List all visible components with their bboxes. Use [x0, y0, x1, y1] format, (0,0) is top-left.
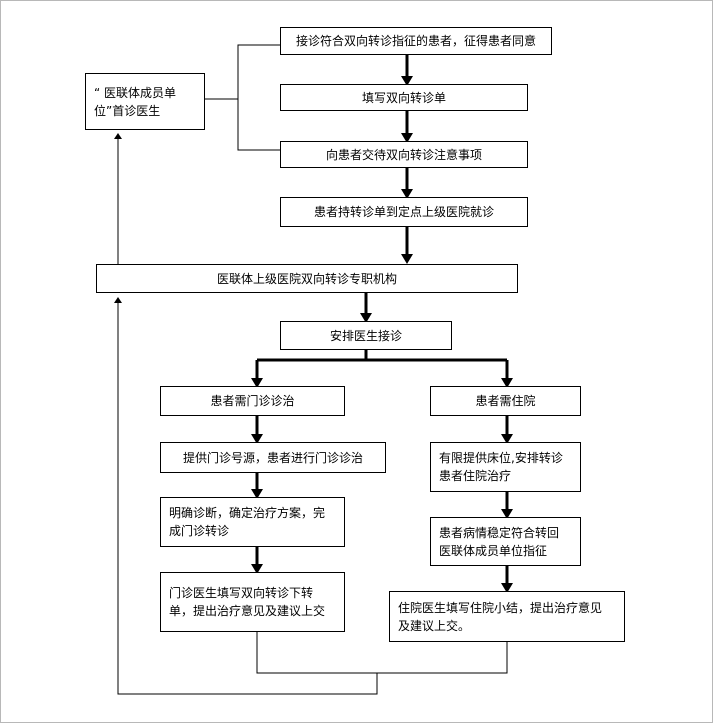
box-inpatient: 患者需住院 — [430, 386, 581, 416]
arrowhead-right-2 — [501, 509, 513, 519]
box-first-doctor: “ 医联体成员单 位”首诊医生 — [85, 73, 205, 130]
box-receive-patient: 接诊符合双向转诊指征的患者，征得患者同意 — [280, 27, 552, 55]
box-provide-number: 提供门诊号源，患者进行门诊诊治 — [160, 442, 386, 473]
arrowhead-left-split — [251, 378, 263, 388]
box-stable: 患者病情稳定符合转回 医联体成员单位指征 — [430, 517, 581, 566]
arrowhead-right-1 — [501, 434, 513, 444]
box-inpatient-doctor: 住院医生填写住院小结，提出治疗意见 及建议上交。 — [389, 591, 625, 642]
arrowhead-left-2 — [251, 489, 263, 499]
arrowhead-right-split — [501, 378, 513, 388]
arrowhead-4 — [401, 254, 413, 264]
arrowhead-2 — [401, 133, 413, 143]
arrowhead-5 — [360, 313, 372, 323]
box-notice-patient: 向患者交待双向转诊注意事项 — [280, 141, 528, 168]
box-beds: 有限提供床位,安排转诊 患者住院治疗 — [430, 442, 581, 492]
box-outpatient-doctor: 门诊医生填写双向转诊下转 单，提出治疗意见及建议上交 — [160, 572, 345, 632]
box-outpatient: 患者需门诊诊治 — [160, 386, 345, 416]
return-line — [114, 297, 378, 695]
box-referral-agency: 医联体上级医院双向转诊专职机构 — [96, 264, 518, 293]
arrowhead-left-3 — [251, 564, 263, 574]
box-diagnose: 明确诊断，确定治疗方案，完 成门诊转诊 — [160, 497, 345, 547]
merge-line — [256, 632, 508, 674]
arrowhead-left-1 — [251, 434, 263, 444]
box-fill-referral-form: 填写双向转诊单 — [280, 84, 528, 111]
box-go-upper-hospital: 患者持转诊单到定点上级医院就诊 — [280, 197, 528, 227]
arrowhead-1 — [401, 76, 413, 86]
bracket-line — [237, 44, 280, 151]
arrowhead-3 — [401, 189, 413, 199]
arrowhead-right-3 — [501, 583, 513, 593]
box-arrange-doctor: 安排医生接诊 — [280, 321, 452, 350]
